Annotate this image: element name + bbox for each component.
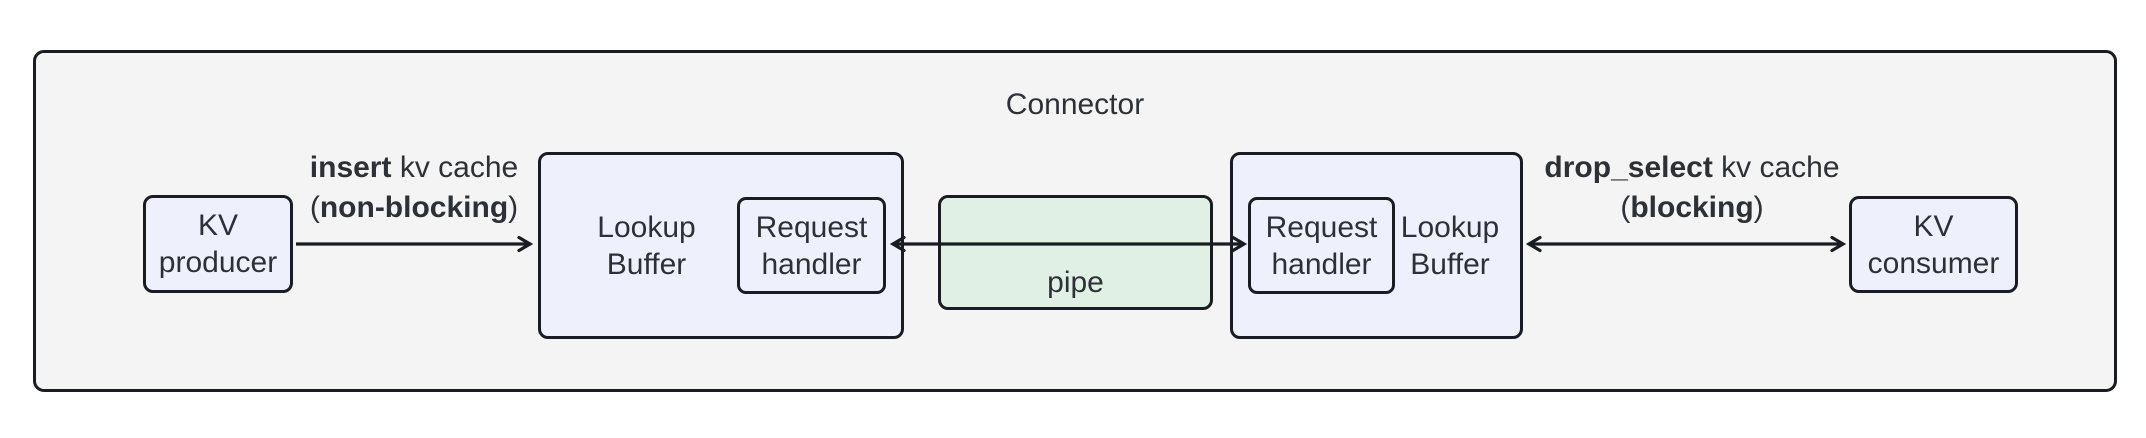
edge-label-insert-pre2: ( [309,191,320,224]
lookup-buffer-left-label: Lookup Buffer [556,209,737,283]
lookup-buffer-right-node: Request handler Lookup Buffer [1230,152,1523,339]
request-handler-left-label: Request handler [756,209,868,283]
lookup-buffer-right-label: Lookup Buffer [1395,209,1505,283]
request-handler-right-line1: Request [1265,210,1378,244]
kv-consumer-node: KV consumer [1849,196,2018,293]
edge-label-drop-bold2: blocking [1630,191,1754,224]
pipe-node: pipe [938,195,1213,310]
edge-label-insert-rest1: kv cache [391,151,519,184]
request-handler-left-line1: Request [755,210,868,244]
edge-label-insert: insert kv cache (non-blocking) [284,148,544,228]
request-handler-right-node: Request handler [1248,197,1395,294]
lookup-buffer-right-line1: Lookup [1400,210,1500,244]
lookup-buffer-right-line2: Buffer [1410,247,1490,281]
request-handler-right-line2: handler [1271,247,1372,281]
lookup-buffer-left-node: Lookup Buffer Request handler [538,152,904,339]
pipe-label: pipe [1047,266,1104,299]
kv-consumer-line2: consumer [1867,246,2000,280]
edge-label-drop-rest1: kv cache [1712,151,1840,184]
kv-consumer-label: KV consumer [1868,208,2000,282]
request-handler-left-line2: handler [761,247,862,281]
kv-producer-line2: producer [158,246,278,279]
lookup-buffer-left-line1: Lookup [597,210,696,244]
edge-label-drop-pre2: ( [1620,191,1631,224]
connector-title: Connector [1005,88,1145,121]
edge-label-insert-bold2: non-blocking [319,191,509,224]
kv-producer-line1: KV [197,209,239,242]
request-handler-right-label: Request handler [1266,209,1378,283]
lookup-buffer-left-line2: Buffer [606,247,687,281]
edge-label-insert-post2: ) [508,191,519,224]
kv-producer-node: KV producer [143,195,293,293]
edge-label-insert-bold1: insert [309,151,392,184]
edge-label-drop-select: drop_select kv cache (blocking) [1527,148,1857,228]
kv-producer-label: KV producer [159,207,277,281]
edge-label-drop-bold1: drop_select [1544,151,1713,184]
kv-consumer-line1: KV [1913,209,1954,243]
request-handler-left-node: Request handler [737,197,886,294]
edge-label-drop-post2: ) [1753,191,1764,224]
